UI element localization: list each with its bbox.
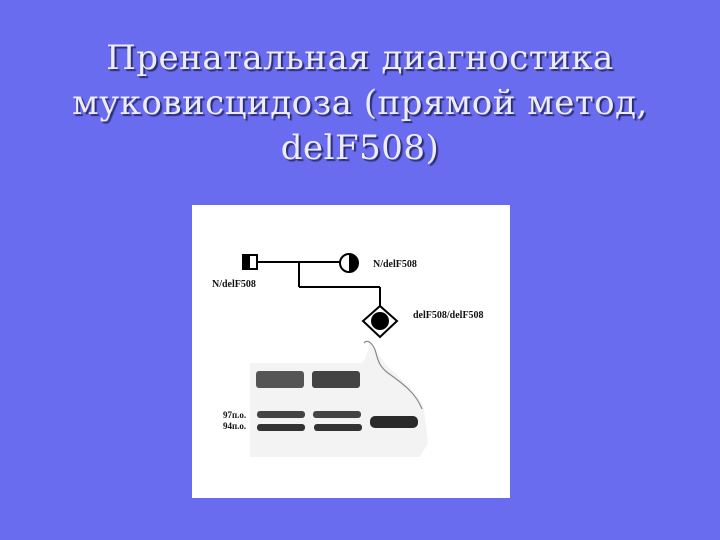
title-line-1: Пренатальная диагностика xyxy=(106,38,614,78)
mother-genotype-label: N/delF508 xyxy=(373,259,417,270)
title-line-3: delF508) xyxy=(280,128,440,168)
upper-bands xyxy=(256,371,360,388)
gel-panel xyxy=(250,337,428,457)
lane2-band-94 xyxy=(314,424,362,431)
lane2-band-97 xyxy=(313,411,361,418)
lane2-upper-band xyxy=(312,371,360,388)
title-line-2: муковисцидоза (прямой метод, xyxy=(72,83,648,123)
lane1-upper-band xyxy=(256,371,304,388)
lane3-band-94 xyxy=(370,416,418,428)
gel-background xyxy=(250,337,428,457)
marker-94-label: 94п.о. xyxy=(223,421,246,431)
gel-edge-curve xyxy=(363,340,423,410)
lane1-band-97 xyxy=(257,411,305,418)
father-fill xyxy=(243,255,250,269)
figure-svg: N/delF508 N/delF508 delF508/delF508 97п.… xyxy=(212,253,484,457)
pedigree-gel-figure: N/delF508 N/delF508 delF508/delF508 97п.… xyxy=(192,205,510,498)
mother-symbol xyxy=(339,253,359,273)
fetus-fill xyxy=(371,312,389,330)
fetus-symbol xyxy=(361,304,399,339)
pedigree-lines xyxy=(257,261,381,306)
mother-fill xyxy=(349,254,358,272)
lower-bands xyxy=(257,411,418,431)
father-symbol xyxy=(242,254,258,270)
marker-97-label: 97п.о. xyxy=(223,410,246,420)
slide-title: Пренатальная диагностика муковисцидоза (… xyxy=(40,36,680,171)
lane1-band-94 xyxy=(257,424,305,431)
fetus-genotype-label: delF508/delF508 xyxy=(413,310,484,321)
father-genotype-label: N/delF508 xyxy=(212,279,256,290)
